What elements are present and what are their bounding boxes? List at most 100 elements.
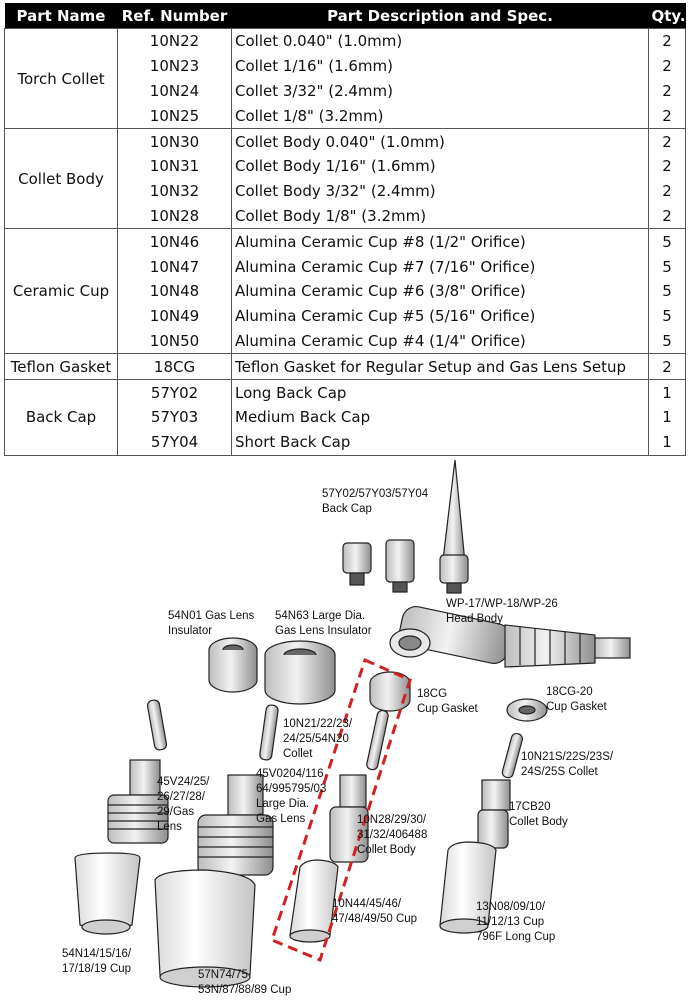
cup-parts [74,841,497,988]
ref-number-cell: 57Y03 [117,404,232,430]
qty-cell: 2 [648,27,686,54]
description-cell: Collet 1/8" (3.2mm) [231,103,649,129]
header-part-name: Part Name [4,3,118,29]
description-cell: Collet Body 0.040" (1.0mm) [231,128,649,154]
description-cell: Long Back Cap [231,379,649,405]
ref-number-cell: 10N50 [117,328,232,354]
description-cell: Short Back Cap [231,429,649,456]
qty-cell: 2 [648,78,686,104]
ref-number-cell: 10N28 [117,203,232,229]
description-cell: Collet Body 3/32" (2.4mm) [231,178,649,204]
part-name-cell: Teflon Gasket [4,353,118,381]
description-cell: Alumina Ceramic Cup #4 (1/4" Orifice) [231,328,649,354]
qty-cell: 2 [648,53,686,79]
ref-number-cell: 18CG [117,353,232,380]
ref-number-cell: 10N24 [117,78,232,104]
description-cell: Teflon Gasket for Regular Setup and Gas … [231,353,649,380]
collet-parts [146,699,523,779]
label-cup-a: 10N44/45/46/47/48/49/50 Cup [332,898,417,925]
qty-cell: 5 [648,228,686,255]
qty-cell: 1 [648,379,686,405]
part-name-cell: Collet Body [4,128,118,230]
qty-cell: 1 [648,429,686,456]
label-gas-lens-cup: 54N14/15/16/17/18/19 Cup [62,948,132,975]
description-cell: Collet 1/16" (1.6mm) [231,53,649,79]
ref-number-cell: 10N48 [117,278,232,304]
header-ref-number: Ref. Number [117,3,232,29]
back-cap-parts [342,459,469,594]
qty-cell: 1 [648,404,686,430]
qty-cell: 2 [648,353,686,380]
ref-number-cell: 10N47 [117,254,232,279]
description-cell: Alumina Ceramic Cup #7 (7/16" Orifice) [231,254,649,279]
part-name-cell: Back Cap [4,379,118,456]
description-cell: Medium Back Cap [231,404,649,430]
qty-cell: 2 [648,203,686,229]
ref-number-cell: 57Y02 [117,379,232,405]
label-collet-b: 10N21S/22S/23S/24S/25S Collet [521,751,614,778]
qty-cell: 5 [648,328,686,354]
description-cell: Alumina Ceramic Cup #8 (1/2" Orifice) [231,228,649,255]
qty-cell: 5 [648,278,686,304]
ref-number-cell: 10N30 [117,128,232,154]
header-qty: Qty. [648,3,686,29]
qty-cell: 2 [648,103,686,129]
ref-number-cell: 10N49 [117,303,232,329]
parts-table: Part Name Ref. Number Part Description a… [4,3,686,456]
label-large-gas-lens-insulator: 54N63 Large Dia.Gas Lens Insulator [275,610,372,637]
qty-cell: 2 [648,128,686,154]
header-row: Part Name Ref. Number Part Description a… [4,3,686,29]
ref-number-cell: 10N25 [117,103,232,129]
description-cell: Collet 3/32" (2.4mm) [231,78,649,104]
qty-cell: 5 [648,254,686,279]
description-cell: Collet Body 1/16" (1.6mm) [231,153,649,179]
description-cell: Collet Body 1/8" (3.2mm) [231,203,649,229]
qty-cell: 2 [648,153,686,179]
ref-number-cell: 10N31 [117,153,232,179]
head-body-part [389,606,631,668]
part-name-cell: Ceramic Cup [4,228,118,355]
description-cell: Alumina Ceramic Cup #6 (3/8" Orifice) [231,278,649,304]
insulator-parts [208,637,548,722]
highlight-box [270,657,412,963]
ref-number-cell: 10N32 [117,178,232,204]
description-cell: Alumina Ceramic Cup #5 (5/16" Orifice) [231,303,649,329]
ref-number-cell: 10N23 [117,53,232,79]
qty-cell: 5 [648,303,686,329]
ref-number-cell: 57Y04 [117,429,232,456]
header-description: Part Description and Spec. [231,3,649,29]
qty-cell: 2 [648,178,686,204]
description-cell: Collet 0.040" (1.0mm) [231,27,649,54]
ref-number-cell: 10N22 [117,27,232,54]
